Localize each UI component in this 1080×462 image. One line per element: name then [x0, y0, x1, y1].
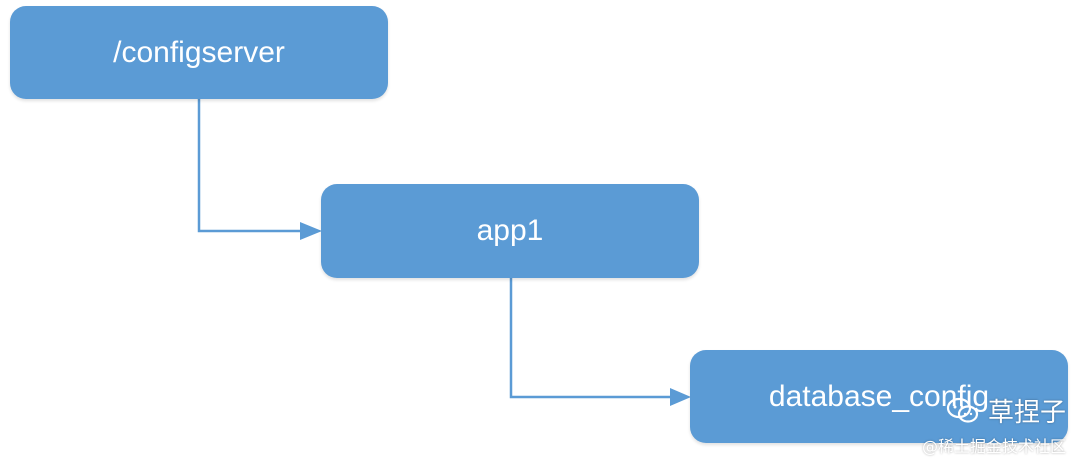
node-label: database_config: [768, 379, 990, 413]
edge-app1-to-database-config: [509, 278, 670, 399]
arrowhead-app1: [300, 222, 322, 240]
node-app1: app1: [321, 184, 699, 278]
node-label: /configserver: [113, 35, 285, 69]
arrowhead-database-config: [670, 388, 691, 406]
watermark: 草捏子 @稀土掘金技术社区: [922, 392, 1066, 457]
node-configserver: /configserver: [10, 6, 388, 99]
watermark-name: 草捏子: [987, 398, 1066, 428]
watermark-source: @稀土掘金技术社区: [921, 437, 1066, 456]
wechat-icon: [946, 397, 979, 423]
node-database-config: database_config: [690, 350, 1068, 443]
node-label: app1: [476, 214, 544, 247]
edge-configserver-to-app1: [197, 99, 300, 233]
